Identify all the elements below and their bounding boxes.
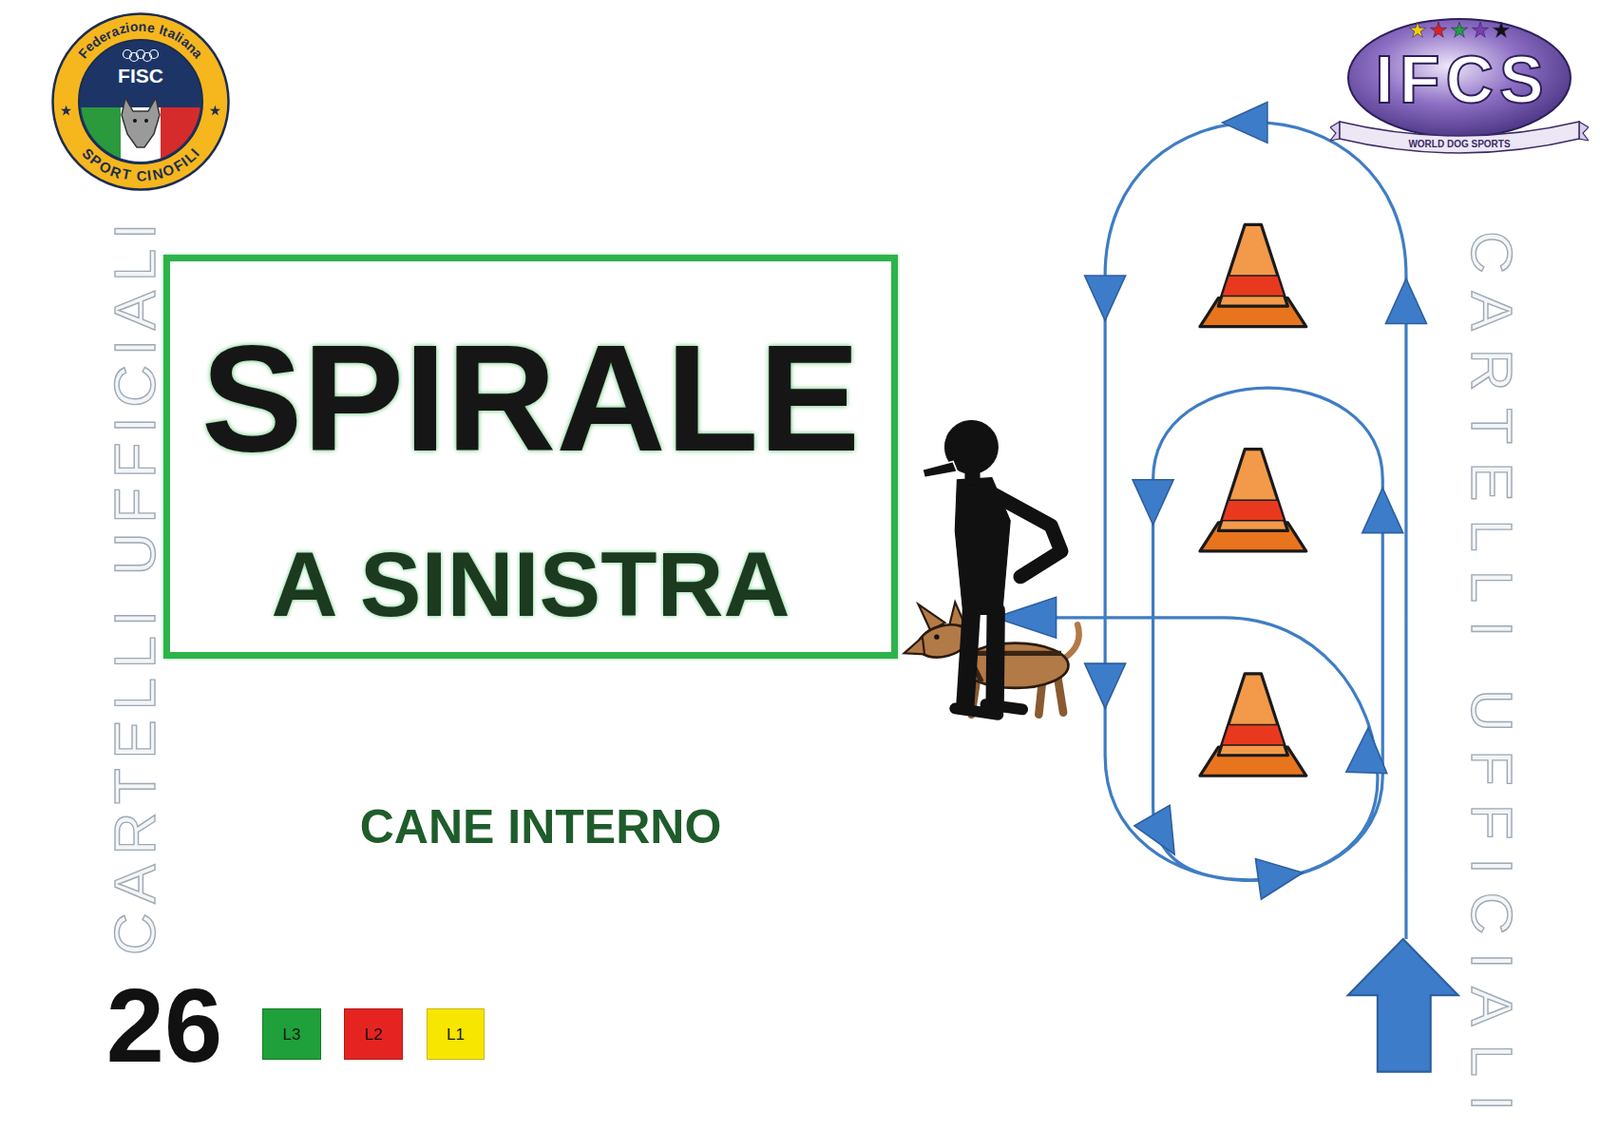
dog-snout (904, 636, 925, 654)
level-code: L3 (283, 1026, 302, 1043)
heeling-path (1020, 122, 1407, 939)
cone-band (1221, 724, 1285, 745)
emblem-ring (53, 14, 229, 191)
direction-arrowhead (1222, 101, 1268, 143)
emblem-star (1492, 21, 1509, 38)
dog-eye (933, 633, 939, 639)
direction-arrowheads (994, 101, 1427, 899)
logo-ring-letter: T (120, 166, 133, 183)
cone-group (1200, 224, 1307, 776)
emblem-inner-disc (78, 39, 203, 164)
level-code: L2 (364, 1026, 383, 1043)
cone-band (1221, 499, 1285, 520)
emblem-star (1471, 21, 1488, 38)
olympic-ring (150, 50, 159, 59)
handler-feet (954, 704, 1023, 715)
handler-position-note: CANE INTERNO (360, 802, 723, 851)
cone (1200, 673, 1307, 776)
level-badge: L3 (262, 1008, 322, 1060)
logo-motto: WORLD DOG SPORTS (1408, 139, 1510, 150)
level-badge: L1 (426, 1008, 485, 1060)
dog-eye (144, 118, 149, 123)
flag-stripe (160, 107, 201, 169)
dog-body (962, 643, 1069, 688)
sign-title: SPIRALE (201, 322, 860, 475)
dog-head-emblem (121, 97, 160, 148)
handler-cap-brim (922, 460, 958, 477)
cone-body (1218, 449, 1288, 532)
cone-body (1218, 673, 1288, 756)
emblem-star (1450, 21, 1467, 38)
sign-title-box: SPIRALE A SINISTRA (163, 254, 898, 659)
handler-arm (994, 495, 1062, 577)
direction-arrowhead (1132, 479, 1174, 525)
emblem-oval (1348, 19, 1571, 137)
logo-ring-letter: n (138, 19, 148, 34)
sign-number: 26 (106, 972, 223, 1078)
direction-arrowhead (1134, 804, 1193, 864)
ring-star (209, 105, 221, 116)
direction-arrowhead (1346, 726, 1390, 774)
level-code: L1 (446, 1026, 465, 1043)
logo-ring-letter: e (146, 19, 156, 35)
direction-arrowhead (1385, 278, 1427, 324)
logo-ring-letter (130, 168, 136, 183)
cone-band (1221, 275, 1285, 296)
emblem-star (1409, 21, 1426, 38)
ribbon (1339, 121, 1580, 153)
start-arrow (1348, 938, 1459, 1072)
cone-body (1218, 224, 1288, 306)
dog-tail (1064, 624, 1080, 658)
logo-ring-text: SPORT CINOFILI (51, 12, 230, 191)
watermark: CARTELLI UFFICIALI (1462, 212, 1522, 1129)
logo-ring-letter: o (129, 19, 139, 35)
ifcs-logo: IFCS WORLD DOG SPORTS (1330, 11, 1589, 156)
dog-figure (904, 602, 1080, 715)
direction-arrowhead (1362, 487, 1404, 533)
logo-ring-letter: C (135, 168, 147, 183)
ribbon-tail (1330, 121, 1340, 141)
fisc-logo: Federazione ItalianaFISCSPORT CINOFILI (51, 12, 230, 191)
logo-acronym: FISC (117, 65, 164, 86)
emblem-star (1429, 21, 1447, 38)
cone (1200, 224, 1307, 326)
direction-arrowhead (1085, 663, 1126, 708)
direction-arrowhead (1255, 852, 1306, 899)
ribbon-tail (1579, 121, 1589, 141)
direction-arrowhead (1085, 275, 1126, 321)
handler-legs (965, 609, 996, 705)
watermark: CARTELLI UFFICIALI (105, 213, 165, 965)
logo-acronym: IFCS (1369, 46, 1549, 114)
handler-figure (922, 419, 1062, 714)
ring-star (60, 105, 72, 116)
dog-eye (133, 118, 137, 123)
sign-subtitle: A SINISTRA (270, 537, 790, 630)
fisc-emblem (51, 12, 230, 191)
logo-ring-text: Federazione Italiana (51, 12, 230, 191)
cone (1200, 449, 1307, 552)
level-badge: L2 (343, 1008, 403, 1060)
dog-harness (964, 647, 1062, 683)
